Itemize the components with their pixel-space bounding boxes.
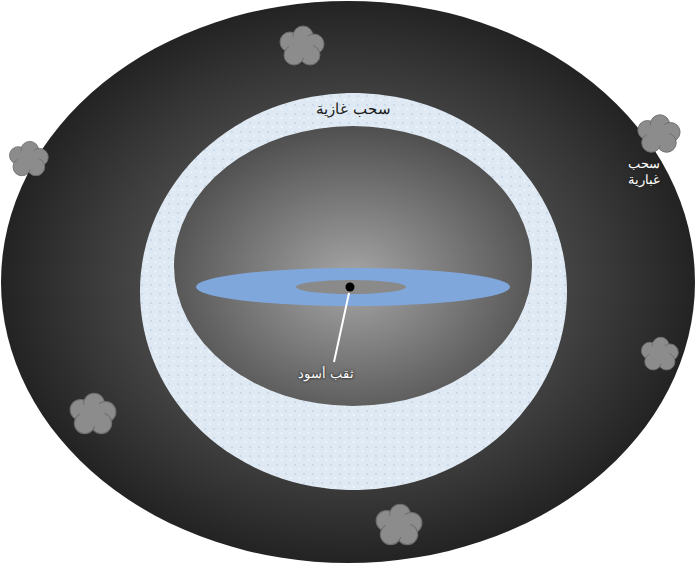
black-hole-label: ثقب أسود bbox=[281, 366, 371, 382]
dust-cloud bbox=[70, 393, 116, 434]
inner-disk-gap bbox=[296, 280, 406, 294]
dust-clouds-label: سحب غبارية bbox=[618, 156, 670, 189]
gas-cloud-ring: سحب غازية bbox=[140, 93, 567, 490]
ring-label: سحب غازية bbox=[140, 100, 567, 119]
dust-cloud bbox=[641, 337, 678, 370]
dust-cloud bbox=[376, 504, 422, 545]
gas-ring bbox=[140, 93, 567, 490]
dust-cloud bbox=[280, 26, 324, 65]
ring-shape bbox=[140, 93, 567, 490]
black-hole-dot bbox=[346, 283, 355, 292]
dust-cloud bbox=[638, 115, 680, 152]
accretion-disk bbox=[196, 268, 510, 306]
dust-cloud bbox=[10, 141, 49, 175]
inner-region bbox=[174, 126, 532, 406]
leader-line bbox=[334, 293, 349, 362]
